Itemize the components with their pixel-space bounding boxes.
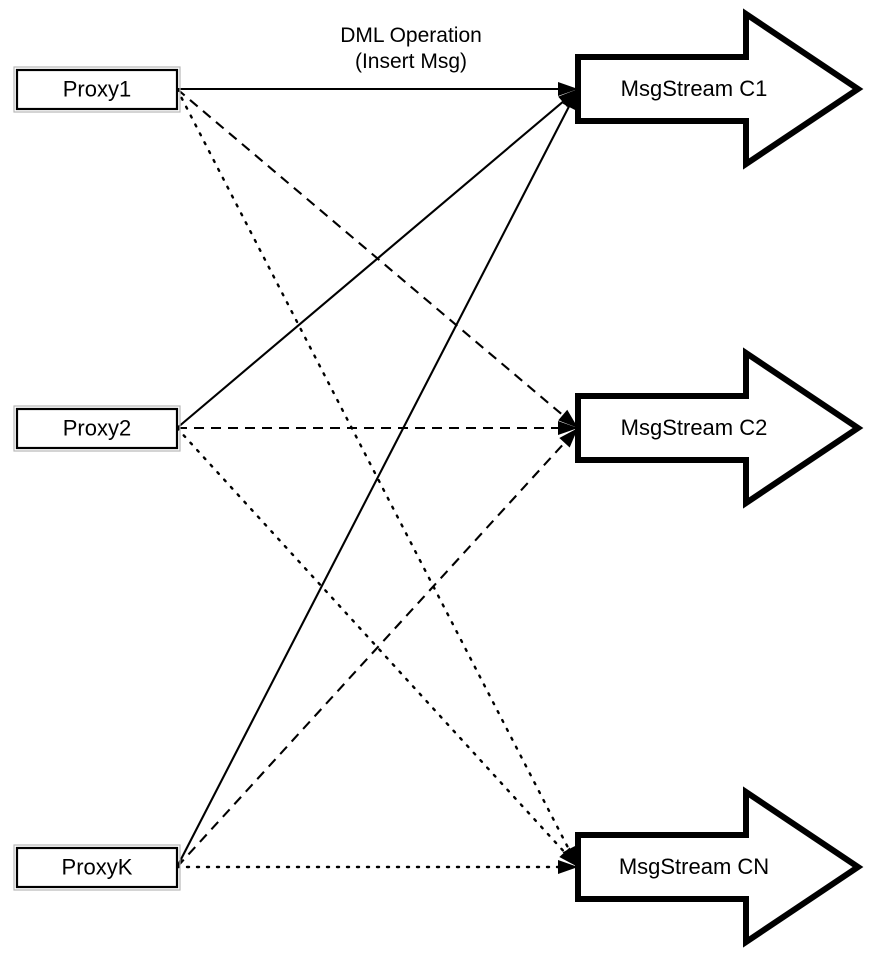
proxy-box-outer-edge: [13, 405, 181, 452]
proxy-box-rect: [15, 846, 179, 889]
arrowhead-icon: [558, 409, 578, 428]
arrowhead-icon: [562, 89, 578, 110]
proxy-box-rect: [15, 68, 179, 111]
block-arrow-icon: [575, 347, 864, 509]
dml-operation-edge-label: DML Operation (Insert Msg): [340, 24, 482, 73]
arrowheads-layer: [558, 82, 578, 874]
link-pk-c2[interactable]: [176, 436, 571, 868]
link-line-dashed: [176, 88, 569, 421]
stream-label: MsgStream C1: [621, 76, 768, 101]
link-line-dashed: [176, 436, 571, 868]
stream-node-stream_c1[interactable]: MsgStream C1: [575, 8, 864, 170]
link-p1-cn[interactable]: [175, 87, 574, 857]
proxy-node-proxy2[interactable]: Proxy2: [13, 405, 181, 452]
stream-node-stream_cn[interactable]: MsgStream CN: [575, 786, 864, 948]
dml-operation-label-line2: (Insert Msg): [355, 50, 467, 73]
dml-operation-label-line1: DML Operation: [340, 24, 482, 47]
link-pk-c1[interactable]: [176, 100, 573, 868]
arrowhead-icon: [559, 847, 578, 867]
proxy-label: ProxyK: [62, 854, 133, 879]
link-p2-c1[interactable]: [176, 96, 569, 429]
links-layer: [175, 87, 574, 869]
arrowhead-icon: [559, 428, 578, 448]
arrowhead-icon: [558, 421, 578, 435]
arrowhead-icon: [558, 860, 578, 874]
block-arrow-icon: [575, 8, 864, 170]
proxy-box-outer-edge: [13, 844, 181, 891]
link-line-solid: [176, 96, 569, 429]
arrowhead-icon: [558, 89, 578, 108]
stream-label: MsgStream C2: [621, 415, 768, 440]
proxy-node-proxyk[interactable]: ProxyK: [13, 844, 181, 891]
link-line-dotted: [175, 87, 574, 857]
proxy-box-outer-edge: [13, 66, 181, 113]
link-line-dotted: [175, 426, 571, 859]
proxy-label: Proxy2: [63, 415, 131, 440]
link-p1-c2[interactable]: [176, 88, 569, 421]
stream-node-stream_c2[interactable]: MsgStream C2: [575, 347, 864, 509]
proxy-node-proxy1[interactable]: Proxy1: [13, 66, 181, 113]
stream-label: MsgStream CN: [619, 854, 769, 879]
block-arrow-icon: [575, 786, 864, 948]
proxy-box-rect: [15, 407, 179, 450]
link-line-solid: [176, 100, 573, 868]
proxy-label: Proxy1: [63, 76, 131, 101]
link-p2-cn[interactable]: [175, 426, 571, 859]
arrowhead-icon: [558, 82, 578, 96]
streams-layer: MsgStream C1 MsgStream C2 MsgStream CN: [575, 8, 864, 948]
